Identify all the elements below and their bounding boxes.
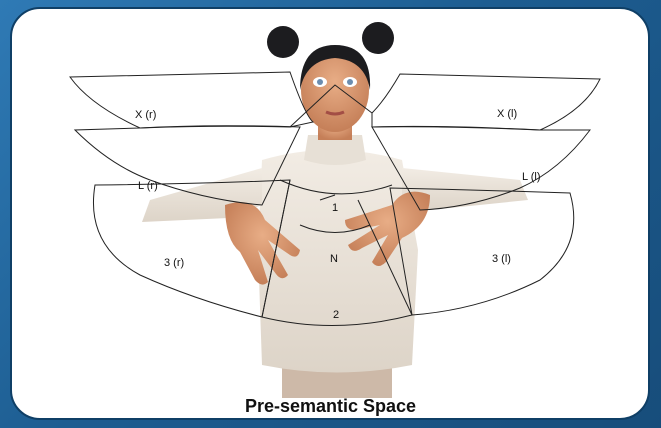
avatar-iris-left [347,79,353,85]
zone-label-2: 2 [333,309,339,321]
zone-label-3-l: 3 (l) [492,253,511,265]
diagram-caption: Pre-semantic Space [0,396,661,417]
zone-label-1: 1 [332,202,338,214]
zone-label-x-r: X (r) [135,109,156,121]
zone-label-3-r: 3 (r) [164,257,184,269]
avatar-iris-right [317,79,323,85]
zone-label-x-l: X (l) [497,108,517,120]
avatar-torso [258,150,418,373]
avatar-hair-bun-left [267,26,299,58]
zone-x-l-outline [372,74,600,130]
zone-x-r-outline [70,72,313,128]
zone-label-n: N [330,253,338,265]
zone-label-l-l: L (l) [522,171,541,183]
avatar-hair-bun-right [362,22,394,54]
zone-label-l-r: L (r) [138,180,158,192]
